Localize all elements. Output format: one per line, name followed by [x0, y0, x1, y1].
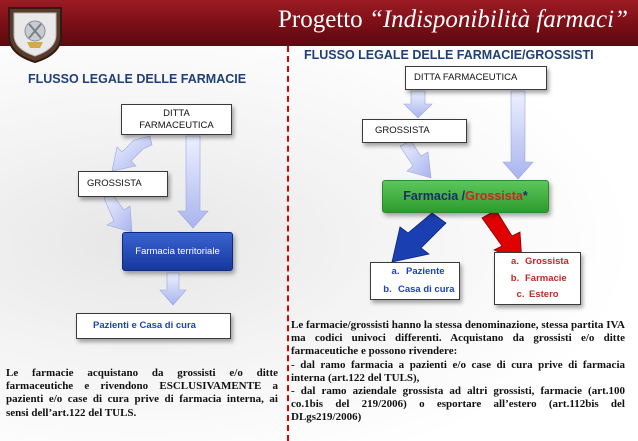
title-italic: “Indisponibilità farmaci” [368, 6, 628, 33]
page-title: Progetto “Indisponibilità farmaci” [0, 6, 628, 34]
title-plain: Progetto [277, 6, 369, 33]
list-text: Estero [529, 289, 559, 301]
left-pazienti-box: Pazienti e Casa di cura [76, 313, 231, 339]
left-farmacia-territoriale-box: Farmacia territoriale [122, 232, 233, 271]
right-ditta-box: DITTA FARMACEUTICA [405, 66, 547, 90]
right-ditta-label: DITTA FARMACEUTICA [414, 72, 518, 84]
right-paragraph-line: Le farmacie/grossisti hanno la stessa de… [291, 319, 625, 358]
list-text: Paziente [406, 266, 445, 278]
left-pazienti-label: Pazienti e Casa di cura [93, 320, 196, 332]
right-grossista-box: GROSSISTA [362, 119, 467, 143]
right-heading: FLUSSO LEGALE DELLE FARMACIE/GROSSISTI [304, 48, 594, 62]
list-item: b. Farmacie [495, 273, 580, 285]
arrow-ditta-to-grossista-right [403, 90, 433, 119]
right-paragraph-line: - dal ramo farmacia a pazienti e/o case … [291, 358, 625, 384]
arrow-red-down [481, 209, 523, 263]
right-paragraph-line: - dal ramo aziendale grossista ad altri … [291, 384, 625, 424]
list-text: Casa di cura [398, 284, 455, 295]
list-marker: a. [391, 266, 400, 278]
asterisk-label: * [522, 188, 528, 203]
left-grossista-box: GROSSISTA [78, 171, 168, 197]
right-paragraph: Le farmacie/grossisti hanno la stessa de… [291, 319, 625, 425]
left-farmacia-label: Farmacia territoriale [135, 245, 220, 257]
left-grossista-label: GROSSISTA [87, 178, 142, 190]
list-text: Grossista [525, 255, 569, 267]
right-blue-list-box: a. Paziente b. Casa di cura [370, 262, 460, 300]
list-text: Farmacie [525, 272, 567, 284]
list-marker: b. [510, 272, 520, 284]
list-item: b. Casa di cura [371, 284, 459, 296]
section-divider [287, 46, 289, 441]
left-ditta-line2: FARMACEUTICA [139, 119, 214, 131]
crest-logo-icon [8, 7, 62, 64]
list-marker: c. [516, 289, 525, 301]
arrow-farmacia-to-pazienti [159, 272, 187, 306]
left-ditta-line1: DITTA [163, 107, 190, 119]
left-ditta-box: DITTA FARMACEUTICA [121, 104, 232, 135]
left-heading: FLUSSO LEGALE DELLE FARMACIE [28, 72, 247, 86]
arrow-ditta-to-farmacia-right [502, 90, 534, 180]
grossista-label: Grossista [465, 188, 523, 203]
list-item: a. Grossista [495, 256, 580, 268]
title-bar [0, 0, 638, 46]
list-item: a. Paziente [371, 266, 459, 278]
arrow-blue-down [391, 212, 447, 263]
right-farmacia-grossista-box: Farmacia / Grossista* [382, 180, 549, 213]
right-red-list-box: a. Grossista b. Farmacie c. Estero [494, 252, 581, 305]
list-marker: b. [383, 284, 392, 295]
list-item: c. Estero [495, 289, 580, 301]
right-grossista-label: GROSSISTA [375, 125, 430, 137]
arrow-ditta-to-grossista [111, 135, 153, 172]
arrow-grossista-to-farmacia-right [399, 140, 432, 179]
left-paragraph: Le farmacie acquistano da grossisti e/o … [6, 367, 278, 419]
farmacia-label: Farmacia / [403, 188, 466, 203]
arrow-ditta-to-farmacia [177, 135, 209, 229]
list-marker: a. [511, 255, 519, 267]
